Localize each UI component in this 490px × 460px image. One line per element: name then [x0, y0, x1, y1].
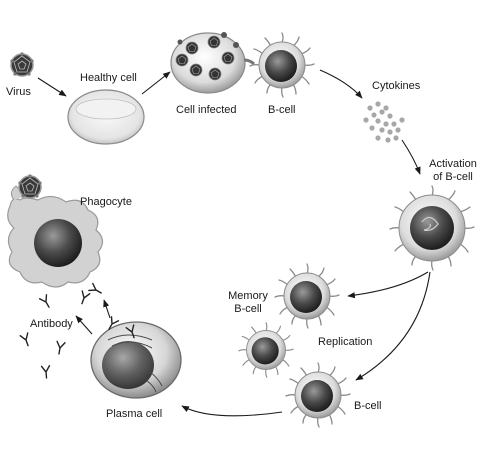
label-b-cell-top: B-cell [268, 104, 296, 116]
label-memory-line1: Memory [228, 290, 268, 302]
label-memory-b-cell: Memory B-cell [224, 290, 272, 316]
label-activation-line2: of B-cell [433, 171, 473, 183]
b-cell-icon [285, 362, 351, 428]
label-antibody: Antibody [30, 318, 73, 330]
label-cell-infected: Cell infected [176, 104, 237, 116]
label-phagocyte: Phagocyte [80, 196, 132, 208]
label-b-cell-bottom: B-cell [354, 400, 382, 412]
healthy-cell-icon [67, 89, 145, 145]
memory-b-cell-icon [238, 263, 340, 378]
b-cell-icon [249, 32, 315, 98]
label-memory-line2: B-cell [234, 303, 262, 315]
cytokine-cluster-icon [363, 101, 405, 143]
label-plasma-cell: Plasma cell [106, 408, 163, 420]
phagocyte-icon [7, 173, 104, 288]
flow-arrows [37, 69, 431, 417]
activated-b-cell-icon [389, 185, 475, 271]
virus-icon [9, 51, 35, 77]
label-activation-line1: Activation [429, 158, 477, 170]
label-cytokines: Cytokines [372, 80, 421, 92]
label-healthy-cell: Healthy cell [80, 72, 137, 84]
label-virus: Virus [6, 86, 31, 98]
label-replication: Replication [318, 336, 373, 348]
infected-cell-icon [170, 32, 256, 94]
plasma-cell-icon [90, 321, 182, 399]
label-activation: Activation of B-cell [424, 158, 482, 184]
